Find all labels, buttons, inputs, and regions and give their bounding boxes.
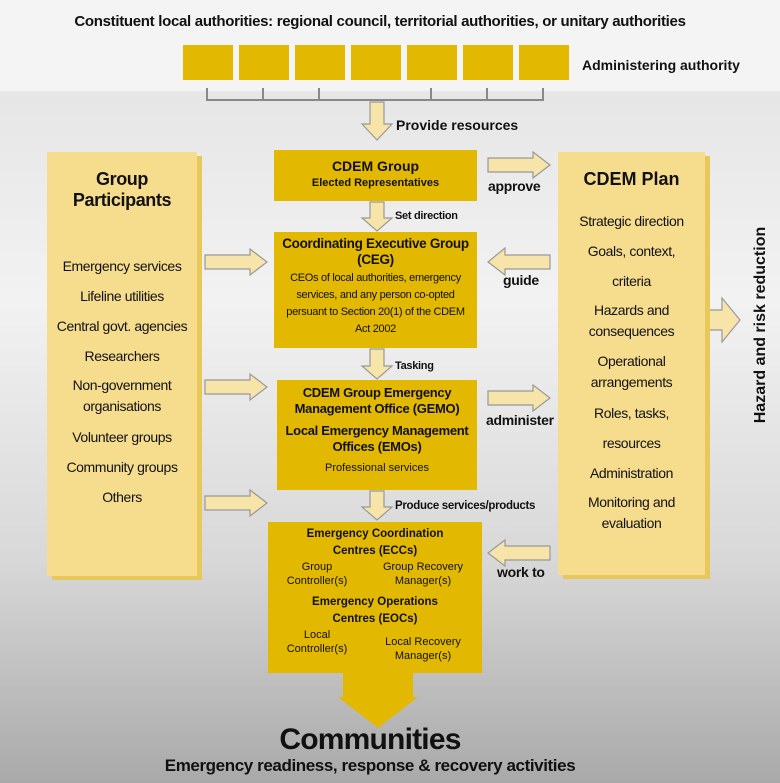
plan-item: Roles, tasks, resources [594, 405, 669, 451]
participant-item: Lifeline utilities [80, 288, 164, 304]
participants-title: Group Participants [72, 169, 172, 210]
arrow-right-participants-1 [204, 247, 268, 277]
arrow-right-participants-2 [204, 372, 268, 402]
header-title: Constituent local authorities: regional … [74, 13, 686, 30]
tasking-label: Tasking [395, 360, 434, 372]
cdem-group-box: CDEM Group Elected Representatives [274, 150, 477, 201]
administering-label: Administering authority [582, 57, 740, 73]
approve-label: approve [488, 178, 541, 194]
participant-item: Central govt. agencies [56, 318, 188, 334]
arrow-down-provide [360, 101, 394, 141]
eoc-recovery-manager: Local Recovery Manager(s) [385, 636, 461, 662]
administer-label: administer [486, 412, 554, 428]
ceg-box: Coordinating Executive Group (CEG) CEOs … [274, 232, 477, 348]
ceg-title: Coordinating Executive Group (CEG) [282, 236, 469, 267]
eoc-controller: Local Controller(s) [286, 629, 348, 655]
bracket [206, 88, 544, 101]
authority-box [183, 45, 233, 80]
arrow-down-tasking [360, 348, 394, 380]
ceg-body: CEOs of local authorities, emergency ser… [286, 272, 465, 335]
arrow-left-guide [487, 246, 551, 277]
gemo-box: CDEM Group Emergency Management Office (… [277, 380, 477, 490]
arrow-down-produce [360, 490, 394, 521]
arrow-left-workto [487, 538, 551, 568]
plan-item: Monitoring and evaluation [587, 494, 675, 531]
cdem-plan-box: CDEM Plan Strategic direction Goals, con… [558, 152, 705, 575]
plan-item: Operational arrangements [590, 353, 673, 390]
work-to-label: work to [497, 564, 545, 580]
arrow-right-participants-3 [204, 488, 268, 518]
provide-label: Provide resources [396, 117, 519, 133]
gemo-title: CDEM Group Emergency Management Office (… [294, 385, 460, 416]
participant-item: Emergency services [62, 258, 182, 274]
plan-item: Goals, context, criteria [587, 243, 676, 289]
plan-item: Administration [589, 465, 674, 481]
arrow-right-administer [487, 383, 551, 413]
ecc-title: Emergency Coordination Centres (ECCs) [306, 528, 444, 557]
authority-box [239, 45, 289, 80]
participant-item: Non-government organisations [72, 377, 172, 414]
gemo-body: Professional services [325, 462, 429, 474]
communities-title: Communities [279, 723, 461, 756]
authority-box [463, 45, 513, 80]
participant-item: Others [102, 489, 142, 505]
participant-item: Community groups [66, 459, 178, 475]
plan-item: Strategic direction [579, 213, 684, 229]
authority-box [295, 45, 345, 80]
centres-box: Emergency Coordination Centres (ECCs) Gr… [268, 522, 482, 673]
arrow-down-communities [338, 673, 418, 728]
cdem-group-title: CDEM Group [331, 158, 420, 174]
arrow-down-direction [360, 201, 394, 232]
authority-box [519, 45, 569, 80]
ecc-recovery-manager: Group Recovery Manager(s) [382, 561, 464, 587]
plan-title: CDEM Plan [583, 169, 680, 189]
set-direction-label: Set direction [395, 210, 458, 222]
arrow-right-approve [487, 150, 551, 180]
eoc-title: Emergency Operations Centres (EOCs) [312, 596, 438, 625]
plan-item: Hazards and consequences [588, 302, 675, 339]
cdem-group-subtitle: Elected Representatives [311, 177, 440, 189]
hazard-risk-label: Hazard and risk reduction [752, 226, 769, 424]
participant-item: Researchers [84, 348, 160, 364]
communities-subtitle: Emergency readiness, response & recovery… [164, 756, 576, 775]
participant-item: Volunteer groups [72, 429, 172, 445]
authority-box [351, 45, 401, 80]
ecc-controller: Group Controller(s) [286, 561, 348, 587]
guide-label: guide [503, 272, 539, 288]
authority-box [407, 45, 457, 80]
group-participants-box: Group Participants Emergency services Li… [47, 152, 197, 576]
produce-label: Produce services/products [395, 500, 536, 512]
emo-title: Local Emergency Management Offices (EMOs… [285, 423, 469, 454]
